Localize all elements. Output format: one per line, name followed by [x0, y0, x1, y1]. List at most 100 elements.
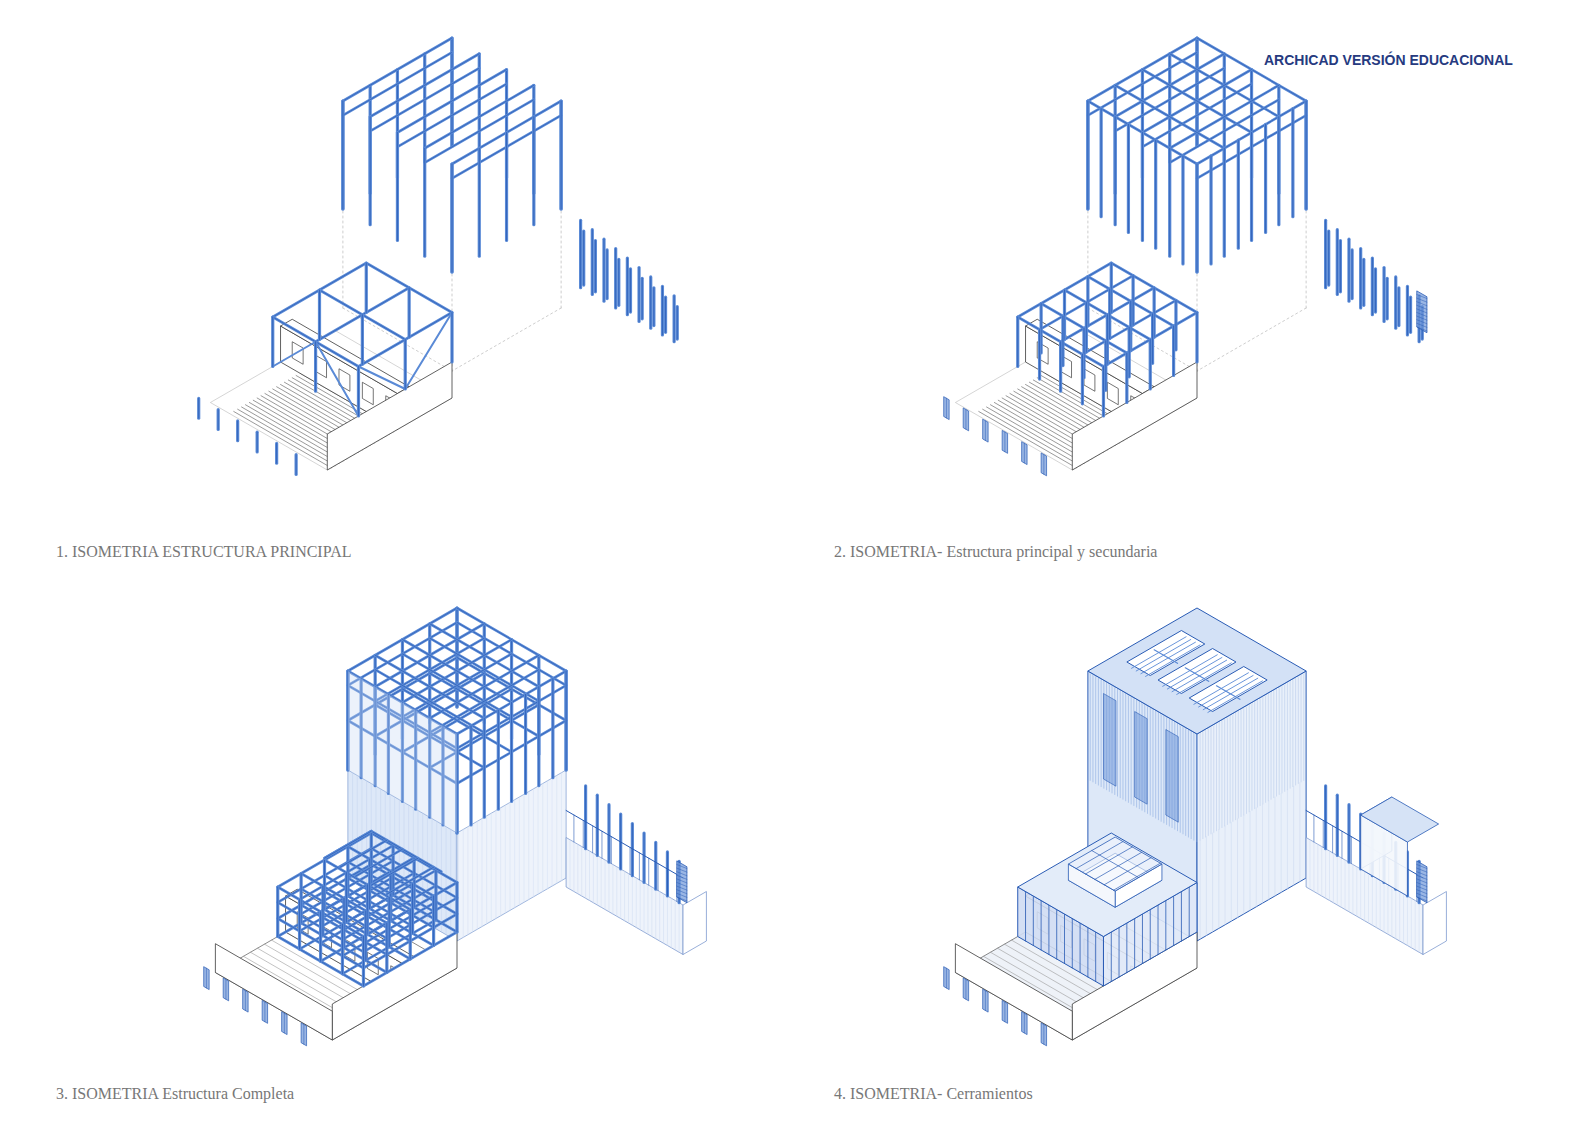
drawing-line [561, 209, 562, 308]
drawing-face [1135, 712, 1147, 805]
drawing-line [430, 655, 539, 718]
drawing-line [628, 874, 629, 924]
drawing-line [597, 795, 598, 855]
drawing-line [479, 148, 480, 256]
drawing-line [1141, 133, 1144, 241]
drawing-line [1185, 727, 1186, 835]
drawing-face [243, 989, 248, 1012]
drawing-face [223, 978, 228, 1001]
drawing-line [498, 710, 499, 809]
drawing-line [275, 443, 278, 463]
drawing-line [1351, 837, 1352, 864]
drawing-line [1216, 686, 1239, 700]
drawing-line [583, 820, 584, 847]
drawing-line [1203, 678, 1258, 710]
drawing-line [1417, 872, 1427, 876]
drawing-line [1305, 101, 1308, 209]
drawing-line [1197, 164, 1198, 272]
drawing-line [1211, 726, 1212, 834]
drawing-line [1101, 109, 1102, 217]
drawing-line [1325, 786, 1326, 849]
drawing-line [1362, 259, 1365, 305]
drawing-line [497, 710, 500, 809]
drawing-line [673, 296, 676, 342]
drawing-line [505, 805, 506, 913]
drawing-line [483, 718, 486, 817]
drawing-line [677, 872, 687, 876]
drawing-line [1417, 298, 1427, 302]
drawing-line [552, 679, 553, 778]
drawing-line [1154, 650, 1177, 664]
drawing-line [602, 239, 605, 301]
drawing-line [341, 101, 344, 209]
drawing-line [469, 726, 472, 825]
drawing-line [1205, 729, 1206, 837]
drawing-line [450, 164, 453, 272]
drawing-line [408, 288, 411, 338]
drawing-face [1002, 430, 1007, 453]
drawing-line [1251, 702, 1252, 810]
drawing-face [332, 932, 457, 1040]
drawing-face [677, 861, 687, 903]
drawing-line [676, 307, 679, 339]
drawing-line [1351, 250, 1354, 299]
drawing-line [358, 367, 359, 417]
drawing-line [1313, 815, 1314, 842]
drawing-line [524, 794, 525, 902]
drawing-line [1417, 893, 1427, 897]
drawing-line [677, 886, 687, 890]
drawing-line [1337, 230, 1338, 295]
drawing-line [1142, 84, 1251, 147]
drawing-line [592, 826, 593, 853]
drawing-line [1262, 804, 1263, 903]
drawing-line [636, 878, 637, 928]
drawing-line [1360, 249, 1361, 308]
drawing-line [343, 38, 452, 101]
drawing-face [1002, 1000, 1007, 1023]
drawing-line [506, 133, 507, 241]
drawing-line [1090, 672, 1091, 780]
drawing-line [1115, 68, 1224, 131]
drawing-line [1372, 876, 1373, 926]
drawing-line [556, 775, 557, 883]
drawing-line [647, 885, 648, 935]
drawing-line [430, 655, 539, 718]
drawing-face [983, 989, 988, 1012]
drawing-line [987, 407, 1084, 463]
drawing-face [1041, 453, 1046, 476]
drawing-line [1213, 724, 1214, 832]
drawing-face [1084, 369, 1095, 392]
drawing-line [1088, 52, 1197, 115]
drawing-line [1417, 323, 1427, 327]
drawing-line [605, 860, 606, 910]
drawing-line [1324, 220, 1327, 288]
drawing-line [601, 858, 602, 908]
drawing-line [1200, 732, 1201, 840]
drawing-face [348, 671, 457, 833]
drawing-line [316, 342, 359, 416]
drawing-line [424, 54, 425, 162]
drawing-line [1417, 865, 1427, 869]
drawing-line [1271, 691, 1272, 799]
drawing-line [1251, 133, 1252, 241]
drawing-line [1095, 676, 1096, 784]
drawing-line [658, 864, 659, 891]
drawing-line [618, 259, 619, 305]
drawing-line [639, 853, 640, 880]
drawing-line [1105, 341, 1106, 391]
drawing-line [397, 84, 506, 147]
drawing-line [652, 288, 655, 326]
drawing-face [1103, 694, 1115, 787]
drawing-line [450, 164, 453, 272]
drawing-line [238, 409, 335, 465]
drawing-line [1372, 258, 1373, 315]
drawing-face [1022, 442, 1027, 465]
drawing-line [370, 54, 479, 117]
drawing-line [1235, 712, 1236, 820]
drawing-line [667, 896, 668, 946]
drawing-face [963, 408, 968, 431]
drawing-line [284, 1013, 285, 1033]
drawing-line [1274, 797, 1275, 896]
drawing-face [944, 967, 949, 990]
drawing-line [655, 842, 656, 889]
